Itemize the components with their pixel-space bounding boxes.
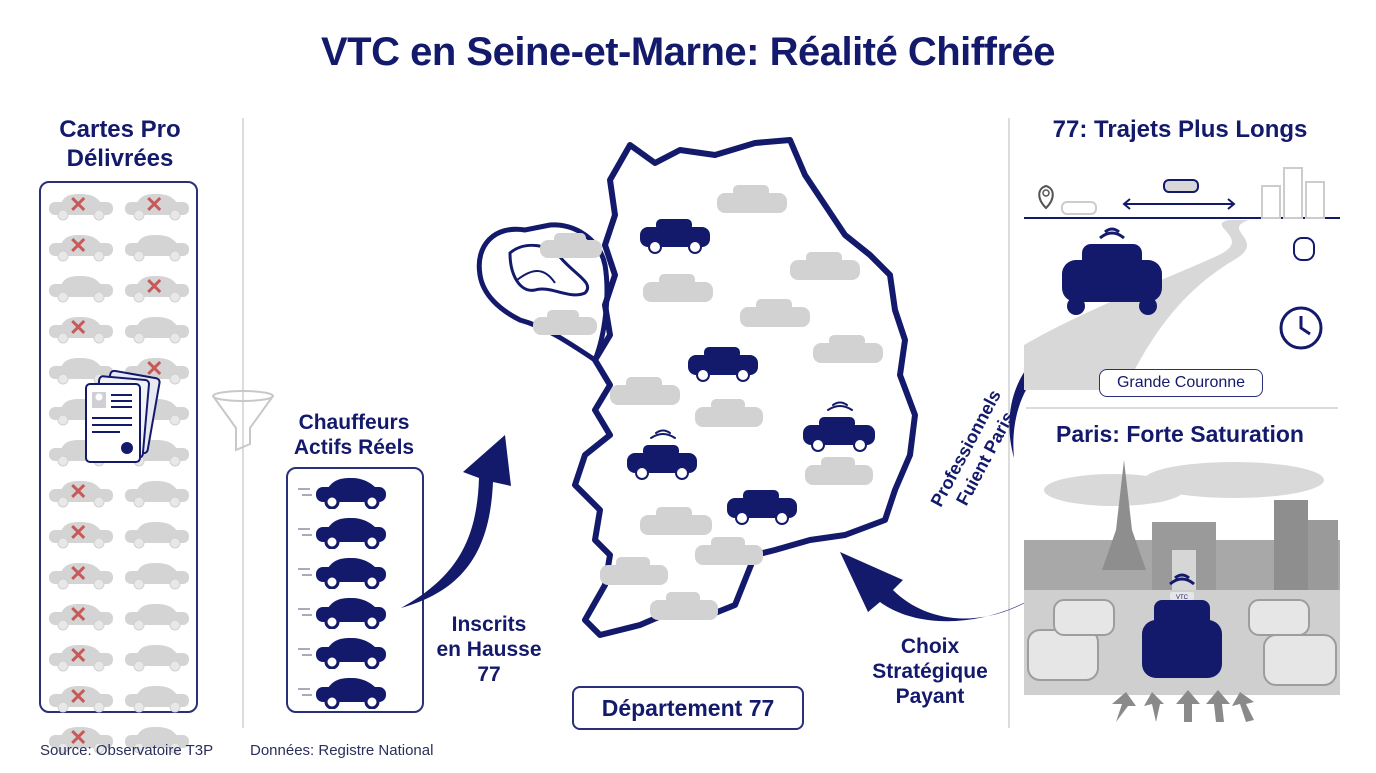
issued-car-icon	[123, 642, 191, 672]
active-car-icon	[294, 595, 416, 629]
cross-icon: ✕	[69, 192, 88, 217]
issued-car-icon: ✕	[47, 232, 115, 262]
cross-icon: ✕	[145, 192, 164, 217]
footer-source: Source: Observatoire T3P	[40, 742, 214, 759]
issued-car-icon	[123, 683, 191, 713]
issued-car-icon: ✕	[47, 314, 115, 344]
active-car-icon	[294, 515, 416, 549]
label-line: 77	[477, 663, 501, 687]
label-line: Stratégique	[872, 660, 988, 684]
inscrits-label: Inscrits en Hausse 77	[424, 612, 554, 688]
issued-car-icon	[123, 724, 191, 754]
issued-car-icon	[47, 273, 115, 303]
divider-right	[1008, 118, 1010, 728]
heading-line: Délivrées	[66, 144, 174, 172]
department-label: Département 77	[572, 686, 804, 730]
license-card-stack-icon	[82, 370, 162, 466]
issued-car-icon: ✕	[47, 683, 115, 713]
issued-car-icon: ✕	[123, 191, 191, 221]
seine-et-marne-map-icon	[455, 135, 945, 660]
cross-icon: ✕	[145, 274, 164, 299]
paris-traffic-illustration: VTC	[1024, 460, 1340, 725]
cartes-pro-heading: Cartes Pro Délivrées	[20, 116, 220, 174]
divider-right-horizontal	[1026, 407, 1338, 409]
page-title: VTC en Seine-et-Marne: Réalité Chiffrée	[321, 30, 1056, 74]
cross-icon: ✕	[69, 520, 88, 545]
active-car-icon	[294, 635, 416, 669]
cross-icon: ✕	[69, 315, 88, 340]
issued-car-icon: ✕	[47, 601, 115, 631]
funnel-icon	[208, 388, 278, 458]
label-line: Choix	[900, 635, 960, 658]
heading-line: Cartes Pro	[59, 116, 181, 143]
cross-icon: ✕	[69, 561, 88, 586]
heading-line: Chauffeurs	[298, 411, 410, 434]
issued-car-icon	[123, 478, 191, 508]
active-drivers-heading: Chauffeurs Actifs Réels	[272, 410, 436, 460]
strategic-choice-label: Choix Stratégique Payant	[860, 634, 1000, 710]
issued-car-icon	[123, 601, 191, 631]
label-line: Payant	[895, 685, 965, 709]
cross-icon: ✕	[69, 479, 88, 504]
issued-car-icon: ✕	[47, 519, 115, 549]
cross-icon: ✕	[145, 356, 164, 381]
cross-icon: ✕	[69, 684, 88, 709]
growth-arrow-icon	[395, 430, 545, 620]
long-road-illustration	[1024, 160, 1340, 390]
issued-car-icon: ✕	[47, 642, 115, 672]
taxi-sign: VTC	[1176, 595, 1189, 601]
grande-couronne-badge: Grande Couronne	[1099, 369, 1263, 397]
issued-car-icon	[123, 560, 191, 590]
issued-cars-grid: ✕ ✕ ✕ ✕ ✕ ✕ ✕ ✕ ✕ ✕ ✕ ✕ ✕	[41, 183, 196, 773]
active-cars-list	[288, 469, 422, 715]
label-line: en Hausse	[436, 638, 542, 662]
issued-car-icon: ✕	[47, 191, 115, 221]
issued-car-icon	[123, 314, 191, 344]
heading-line: Actifs Réels	[293, 436, 415, 460]
cross-icon: ✕	[69, 643, 88, 668]
cross-icon: ✕	[69, 602, 88, 627]
active-drivers-panel	[286, 467, 424, 713]
active-car-icon	[294, 475, 416, 509]
label-line: Inscrits	[451, 613, 527, 636]
paris-saturation-heading: Paris: Forte Saturation	[1056, 421, 1304, 447]
issued-car-icon: ✕	[123, 273, 191, 303]
issued-car-icon: ✕	[47, 724, 115, 754]
active-car-icon	[294, 675, 416, 709]
cross-icon: ✕	[69, 725, 88, 750]
issued-car-icon	[123, 232, 191, 262]
footer-data: Données: Registre National	[250, 742, 434, 759]
divider-left	[242, 118, 244, 728]
issued-car-icon	[123, 519, 191, 549]
longer-trips-heading: 77: Trajets Plus Longs	[1052, 116, 1308, 143]
exodus-arrow-icon	[838, 520, 1048, 630]
active-car-icon	[294, 555, 416, 589]
issued-car-icon: ✕	[47, 478, 115, 508]
cross-icon: ✕	[69, 233, 88, 258]
issued-car-icon: ✕	[47, 560, 115, 590]
